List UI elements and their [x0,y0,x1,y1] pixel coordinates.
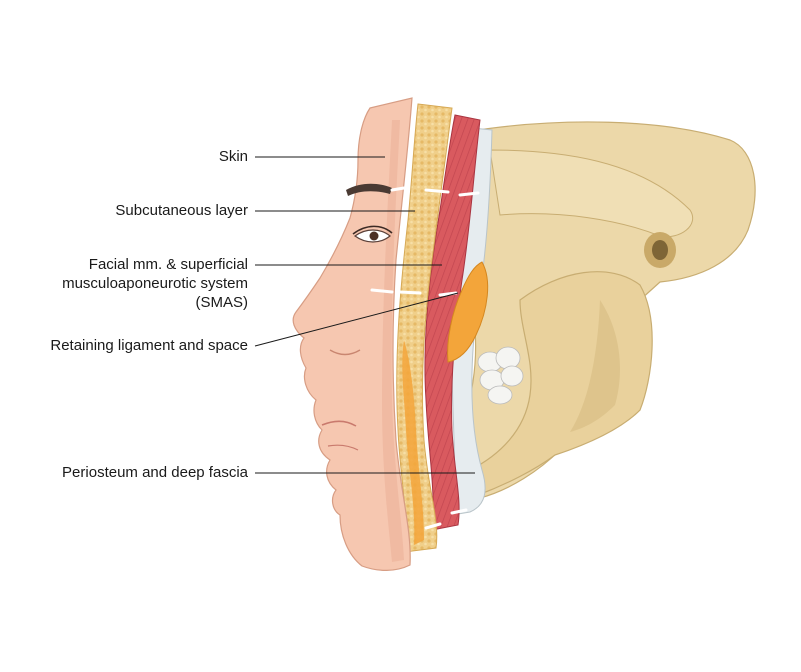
leader-retaining [254,292,459,347]
label-skin: Skin [218,148,248,165]
buccal-fat-pad [447,261,489,363]
label-facial-line3: (SMAS) [195,294,249,311]
leader-lines [254,156,475,474]
label-periosteum: Periosteum and deep fascia [62,464,248,481]
eyebrow [346,183,392,196]
eye [352,225,393,243]
label-facial-line2: musculoaponeurotic system [62,275,248,292]
skull-bone [461,121,756,499]
label-subcutaneous-layer: Subcutaneous layer [115,202,248,219]
teeth [477,346,524,405]
label-facial-smas: Facial mm. & superficial musculoaponeuro… [62,255,248,312]
skin-layer [292,97,413,571]
label-facial-line1: Facial mm. & superficial [88,256,248,273]
label-retaining-ligament: Retaining ligament and space [50,337,248,354]
retaining-ligaments [370,186,480,530]
